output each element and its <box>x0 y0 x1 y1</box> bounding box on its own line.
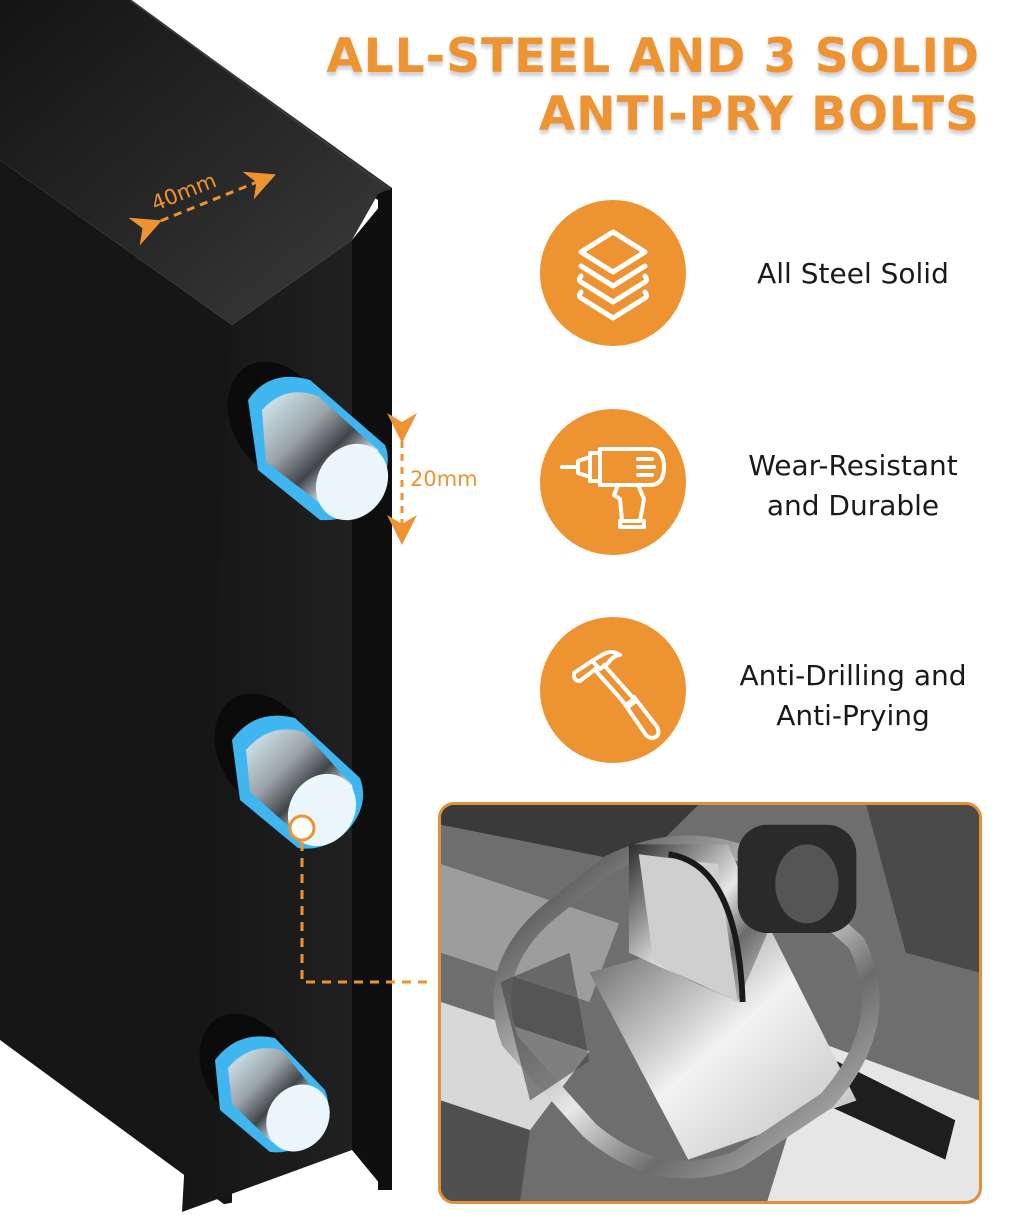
feature-icon-badge-3 <box>540 617 686 763</box>
feature-icon-badge-1 <box>540 200 686 346</box>
feature-label-2: Wear-Resistant and Durable <box>703 446 1003 526</box>
feature-label-3-line-2: Anti-Prying <box>776 699 930 732</box>
bolt-mechanism-inset <box>438 802 982 1204</box>
headline-line-1: ALL-STEEL AND 3 SOLID <box>326 29 980 84</box>
bolt-2 <box>214 693 364 849</box>
headline-line-2: ANTI-PRY BOLTS <box>538 87 980 142</box>
bolt-diameter-label: 20mm <box>410 467 478 491</box>
feature-label-1: All Steel Solid <box>703 254 1003 294</box>
hammer-icon <box>571 650 661 740</box>
feature-icon-badge-2 <box>540 409 686 555</box>
headline: ALL-STEEL AND 3 SOLID ANTI-PRY BOLTS <box>326 28 980 144</box>
feature-label-3: Anti-Drilling and Anti-Prying <box>703 656 1003 736</box>
bolt-3 <box>199 1013 330 1153</box>
feature-label-2-line-1: Wear-Resistant <box>748 449 958 482</box>
feature-label-3-line-1: Anti-Drilling and <box>739 659 967 692</box>
stacked-layers-icon <box>577 229 649 321</box>
feature-label-2-line-2: and Durable <box>766 489 940 522</box>
bolt-1 <box>227 361 389 521</box>
power-drill-icon <box>560 447 666 529</box>
feature-label-1-text: All Steel Solid <box>757 257 949 290</box>
